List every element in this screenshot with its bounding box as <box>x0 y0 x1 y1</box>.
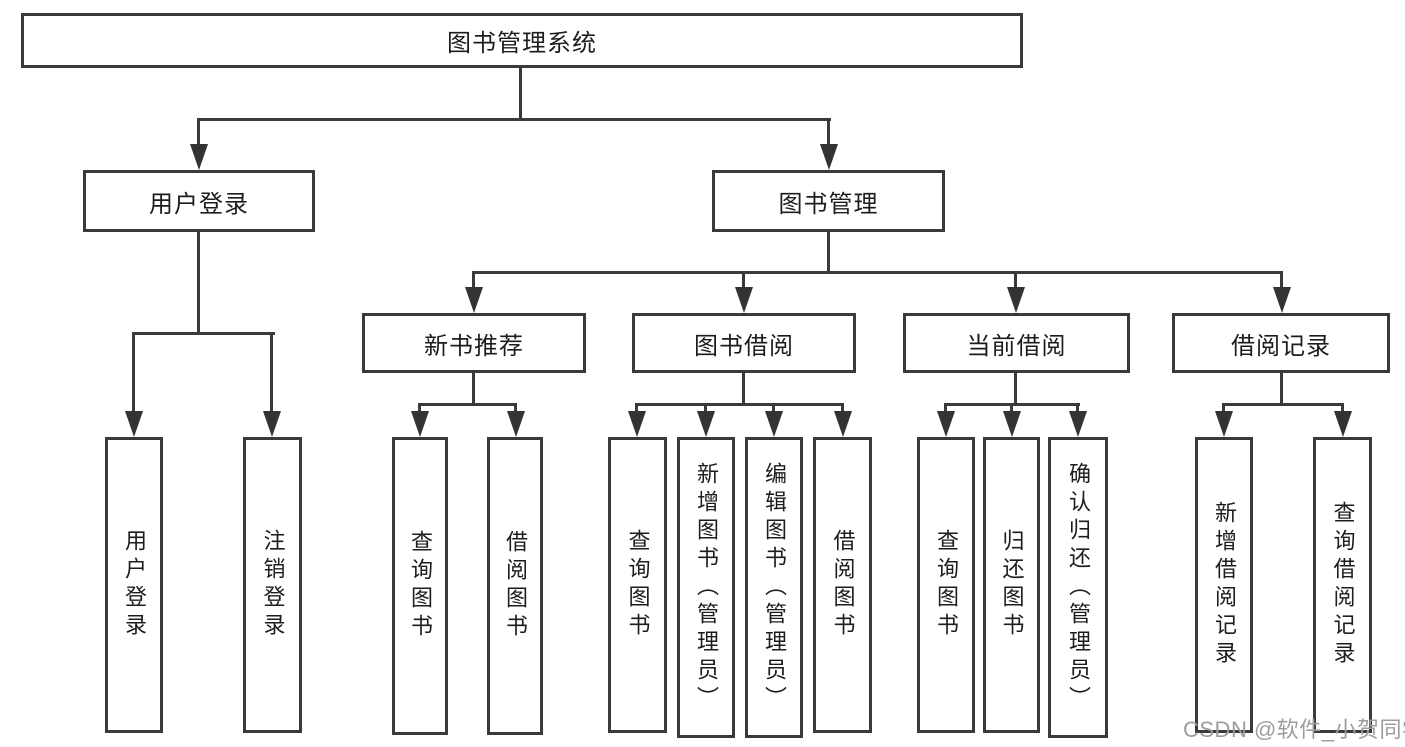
arrow-down-icon <box>1273 287 1291 313</box>
leaf-edit-books-admin: 编辑图书（管理员） <box>745 437 803 738</box>
node-label: 注销登录 <box>260 529 286 641</box>
node-label: 用户登录 <box>149 190 249 218</box>
node-label: 图书管理 <box>778 190 879 218</box>
node-label: 借阅图书 <box>830 529 856 641</box>
node-library-management-system: 图书管理系统 <box>21 13 1023 68</box>
arrow-down-icon <box>628 411 646 437</box>
connector-line <box>519 68 522 121</box>
node-label: 归还图书 <box>999 529 1025 641</box>
arrow-down-icon <box>125 411 143 437</box>
node-new-book-recommendation: 新书推荐 <box>362 313 586 373</box>
connector-line <box>514 403 517 415</box>
connector-line <box>472 271 1283 274</box>
node-label: 新书推荐 <box>424 332 524 360</box>
node-label: 查询图书 <box>408 530 433 642</box>
connector-line <box>1014 373 1017 406</box>
node-borrowing-records: 借阅记录 <box>1172 313 1390 373</box>
connector-line <box>742 373 745 406</box>
leaf-confirm-return-admin: 确认归还（管理员） <box>1048 437 1108 738</box>
node-label: 编辑图书（管理员） <box>762 461 787 714</box>
node-book-management: 图书管理 <box>712 170 945 232</box>
arrow-down-icon <box>820 144 838 170</box>
node-label: 查询图书 <box>625 529 651 641</box>
arrow-down-icon <box>190 144 208 170</box>
node-label: 图书借阅 <box>694 332 794 360</box>
node-label: 查询借阅记录 <box>1330 501 1356 669</box>
arrow-down-icon <box>735 287 753 313</box>
connector-line <box>1076 403 1079 415</box>
leaf-add-books-admin: 新增图书（管理员） <box>677 437 735 738</box>
leaf-query-books-recommend: 查询图书 <box>392 437 448 735</box>
leaf-return-books: 归还图书 <box>983 437 1040 733</box>
node-label: 新增图书（管理员） <box>694 461 719 714</box>
node-label: 新增借阅记录 <box>1212 501 1237 669</box>
connector-line <box>472 271 475 289</box>
connector-line <box>270 332 273 413</box>
leaf-borrow-books-recommend: 借阅图书 <box>487 437 543 735</box>
csdn-watermark: CSDN @软件_小贺同学 <box>1183 717 1405 742</box>
arrow-down-icon <box>263 411 281 437</box>
connector-line <box>132 332 135 413</box>
connector-line <box>841 403 844 415</box>
connector-line <box>827 118 830 146</box>
arrow-down-icon <box>465 287 483 313</box>
node-label: 借阅记录 <box>1231 332 1331 360</box>
connector-line <box>944 403 947 415</box>
connector-line <box>635 403 638 415</box>
node-label: 查询图书 <box>934 529 959 641</box>
connector-line <box>472 373 475 406</box>
connector-line <box>418 403 421 415</box>
node-label: 确认归还（管理员） <box>1066 461 1091 714</box>
leaf-logout: 注销登录 <box>243 437 302 733</box>
arrow-down-icon <box>411 411 429 437</box>
node-current-borrowing: 当前借阅 <box>903 313 1130 373</box>
arrow-down-icon <box>937 411 955 437</box>
connector-line <box>742 271 745 289</box>
arrow-down-icon <box>1069 411 1087 437</box>
node-label: 当前借阅 <box>966 332 1067 360</box>
arrow-down-icon <box>1003 411 1021 437</box>
arrow-down-icon <box>1334 411 1352 437</box>
connector-line <box>772 403 775 415</box>
leaf-user-login: 用户登录 <box>105 437 163 733</box>
arrow-down-icon <box>834 411 852 437</box>
connector-line <box>1014 271 1017 289</box>
arrow-down-icon <box>1215 411 1233 437</box>
connector-line <box>197 232 200 335</box>
connector-line <box>418 403 517 406</box>
connector-line <box>1280 271 1283 289</box>
leaf-query-books-borrowing: 查询图书 <box>608 437 667 733</box>
connector-line <box>1341 403 1344 415</box>
leaf-add-borrow-record: 新增借阅记录 <box>1195 437 1253 733</box>
node-user-login: 用户登录 <box>83 170 315 232</box>
node-label: 借阅图书 <box>503 530 528 642</box>
leaf-query-borrow-record: 查询借阅记录 <box>1313 437 1372 733</box>
connector-line <box>827 232 830 274</box>
node-book-borrowing: 图书借阅 <box>632 313 856 373</box>
arrow-down-icon <box>1007 287 1025 313</box>
node-label: 图书管理系统 <box>447 30 597 57</box>
connector-line <box>132 332 275 335</box>
connector-line <box>635 403 844 406</box>
arrow-down-icon <box>697 411 715 437</box>
node-label: 用户登录 <box>122 529 147 641</box>
connector-line <box>197 118 200 146</box>
arrow-down-icon <box>507 411 525 437</box>
connector-line <box>1010 403 1013 415</box>
connector-line <box>197 118 831 121</box>
connector-line <box>1280 373 1283 406</box>
connector-line <box>704 403 707 415</box>
leaf-borrow-books: 借阅图书 <box>813 437 872 733</box>
connector-line <box>1222 403 1344 406</box>
connector-line <box>1222 403 1225 415</box>
leaf-query-books-current: 查询图书 <box>917 437 975 733</box>
arrow-down-icon <box>765 411 783 437</box>
